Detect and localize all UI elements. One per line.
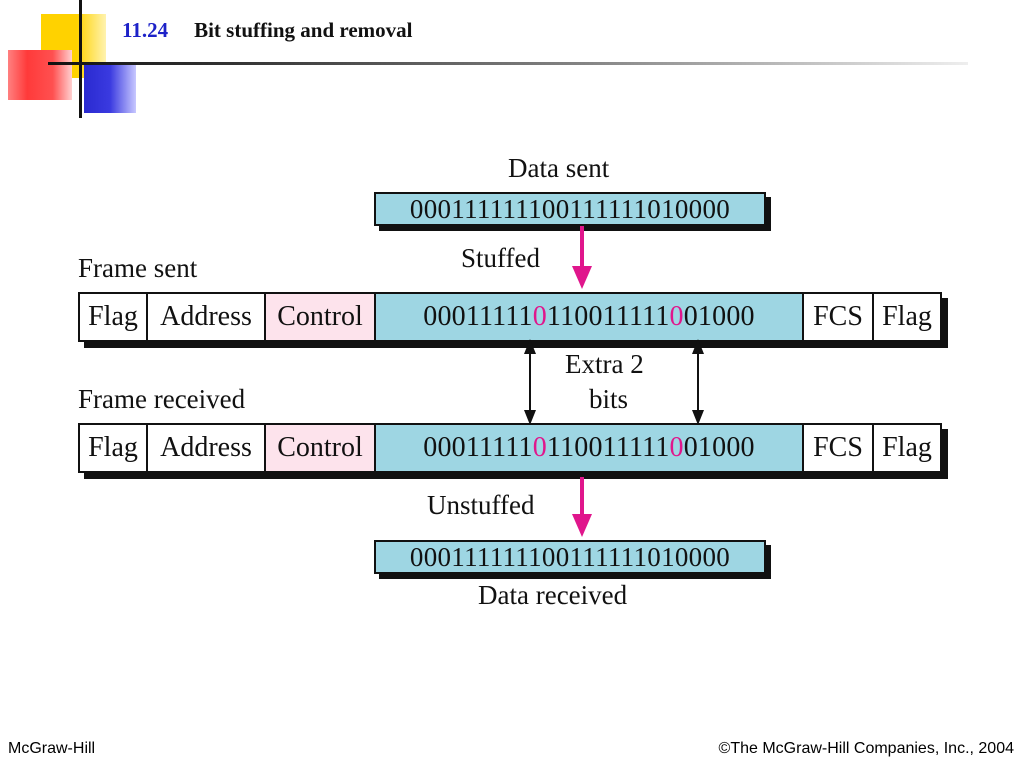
frame-sent-extra-bit-2: 0 (669, 301, 684, 332)
frame-received-address: Address (148, 425, 266, 471)
data-sent-label: Data sent (508, 153, 610, 183)
frame-received-data-part3: 01000 (683, 432, 755, 463)
frame-sent-extra-bit-1: 0 (532, 301, 547, 332)
frame-sent-flag: Flag (80, 294, 148, 340)
footer-copyright: ©The McGraw-Hill Companies, Inc., 2004 (718, 740, 1014, 757)
decor-vertical-line (79, 0, 82, 118)
decor-red-square (8, 50, 72, 100)
frame-received-data-part2: 110011111 (546, 432, 670, 463)
frame-received-extra-bit-2: 0 (669, 432, 684, 463)
frame-sent-label: Frame sent (78, 253, 198, 283)
unstuffed-arrow (572, 477, 592, 537)
frame-received-extra-bit-1: 0 (532, 432, 547, 463)
frame-received-data-part1: 00011111 (423, 432, 533, 463)
stuffed-label: Stuffed (461, 243, 540, 273)
frame-received-flag-end: Flag (882, 432, 932, 463)
extra-bit-arrow-2 (692, 339, 704, 425)
frame-received: Flag Address Control 0001111101100111110… (78, 423, 942, 473)
stuffed-arrow (572, 226, 592, 289)
slide-number: 11.24 (122, 18, 169, 42)
frame-sent: Flag Address Control 0001111101100111110… (78, 292, 942, 342)
frame-received-control: Control (266, 425, 376, 471)
frame-sent-control: Control (266, 294, 376, 340)
slide-title: 11.24 Bit stuffing and removal (122, 18, 412, 43)
decor-horizontal-line (48, 62, 968, 65)
slide-title-text: Bit stuffing and removal (194, 18, 413, 42)
extra-bits-label-line1: Extra 2 (565, 349, 644, 379)
frame-sent-data-part2: 110011111 (546, 301, 670, 332)
extra-bit-arrow-1 (524, 339, 536, 425)
frame-sent-data-part1: 00011111 (423, 301, 533, 332)
unstuffed-label: Unstuffed (427, 490, 535, 520)
data-sent-box: 000111111100111111010000 (374, 192, 766, 226)
frame-sent-data: 000111110110011111001000 (376, 294, 804, 340)
frame-sent-fcs: FCS (804, 294, 874, 340)
extra-bits-label-line2: bits (589, 384, 629, 414)
data-received-box: 000111111100111111010000 (374, 540, 766, 574)
frame-received-data: 000111110110011111001000 (376, 425, 804, 471)
frame-sent-data-part3: 01000 (683, 301, 755, 332)
frame-received-fcs: FCS (804, 425, 874, 471)
frame-received-label: Frame received (78, 384, 246, 414)
footer-publisher: McGraw-Hill (8, 740, 96, 757)
frame-received-flag: Flag (80, 425, 148, 471)
decor-blue-square (84, 63, 136, 113)
frame-sent-flag-end: Flag (882, 301, 932, 332)
data-received-label: Data received (478, 580, 628, 610)
frame-sent-address: Address (148, 294, 266, 340)
